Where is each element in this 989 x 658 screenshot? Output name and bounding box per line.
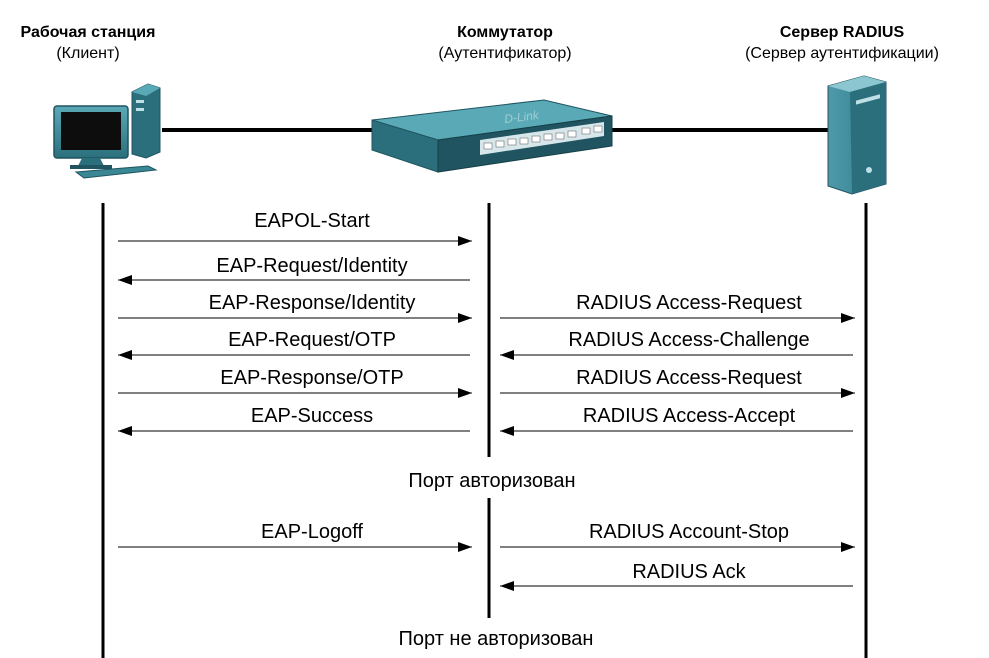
message-eapol-start: EAPOL-Start: [118, 210, 472, 246]
svg-text:EAP-Request/Identity: EAP-Request/Identity: [216, 255, 407, 277]
status-port-authorized: Порт авторизован: [408, 470, 575, 492]
message-radius-access-accept: RADIUS Access-Accept: [500, 405, 853, 436]
svg-text:EAP-Response/OTP: EAP-Response/OTP: [220, 367, 403, 389]
status-port-unauthorized: Порт не авторизован: [399, 628, 594, 650]
switch-role: (Аутентификатор): [438, 45, 571, 62]
message-radius-ack: RADIUS Ack: [500, 561, 853, 591]
workstation-icon: [53, 83, 161, 179]
message-eap-request-otp: EAP-Request/OTP: [118, 329, 470, 360]
switch-brand: D-Link: [503, 108, 540, 126]
message-eap-response-otp: EAP-Response/OTP: [118, 367, 472, 398]
switch-icon: D-Link: [371, 99, 613, 173]
svg-text:EAP-Success: EAP-Success: [251, 405, 373, 427]
server-title: Сервер RADIUS: [780, 24, 905, 41]
svg-text:RADIUS Access-Accept: RADIUS Access-Accept: [583, 405, 796, 427]
svg-text:EAP-Request/OTP: EAP-Request/OTP: [228, 329, 396, 351]
message-eap-logoff: EAP-Logoff: [118, 521, 472, 552]
client-role: (Клиент): [56, 45, 119, 62]
server-role: (Сервер аутентификации): [745, 45, 939, 62]
client-title: Рабочая станция: [21, 24, 156, 41]
svg-text:RADIUS Access-Request: RADIUS Access-Request: [576, 292, 802, 314]
message-radius-account-stop: RADIUS Account-Stop: [500, 521, 855, 552]
svg-text:RADIUS Access-Request: RADIUS Access-Request: [576, 367, 802, 389]
svg-text:RADIUS Account-Stop: RADIUS Account-Stop: [589, 521, 789, 543]
message-eap-response-identity: EAP-Response/Identity: [118, 292, 472, 323]
message-eap-request-identity: EAP-Request/Identity: [118, 255, 470, 285]
message-radius-access-request-2: RADIUS Access-Request: [500, 367, 855, 398]
server-icon: [827, 75, 887, 195]
message-radius-access-request-1: RADIUS Access-Request: [500, 292, 855, 323]
message-eap-success: EAP-Success: [118, 405, 470, 436]
message-radius-access-challenge: RADIUS Access-Challenge: [500, 329, 853, 360]
switch-title: Коммутатор: [457, 24, 553, 41]
svg-text:EAP-Logoff: EAP-Logoff: [261, 521, 363, 543]
svg-text:EAP-Response/Identity: EAP-Response/Identity: [209, 292, 416, 314]
svg-text:RADIUS Ack: RADIUS Ack: [632, 561, 746, 583]
svg-text:RADIUS Access-Challenge: RADIUS Access-Challenge: [568, 329, 809, 351]
svg-text:EAPOL-Start: EAPOL-Start: [254, 210, 370, 232]
